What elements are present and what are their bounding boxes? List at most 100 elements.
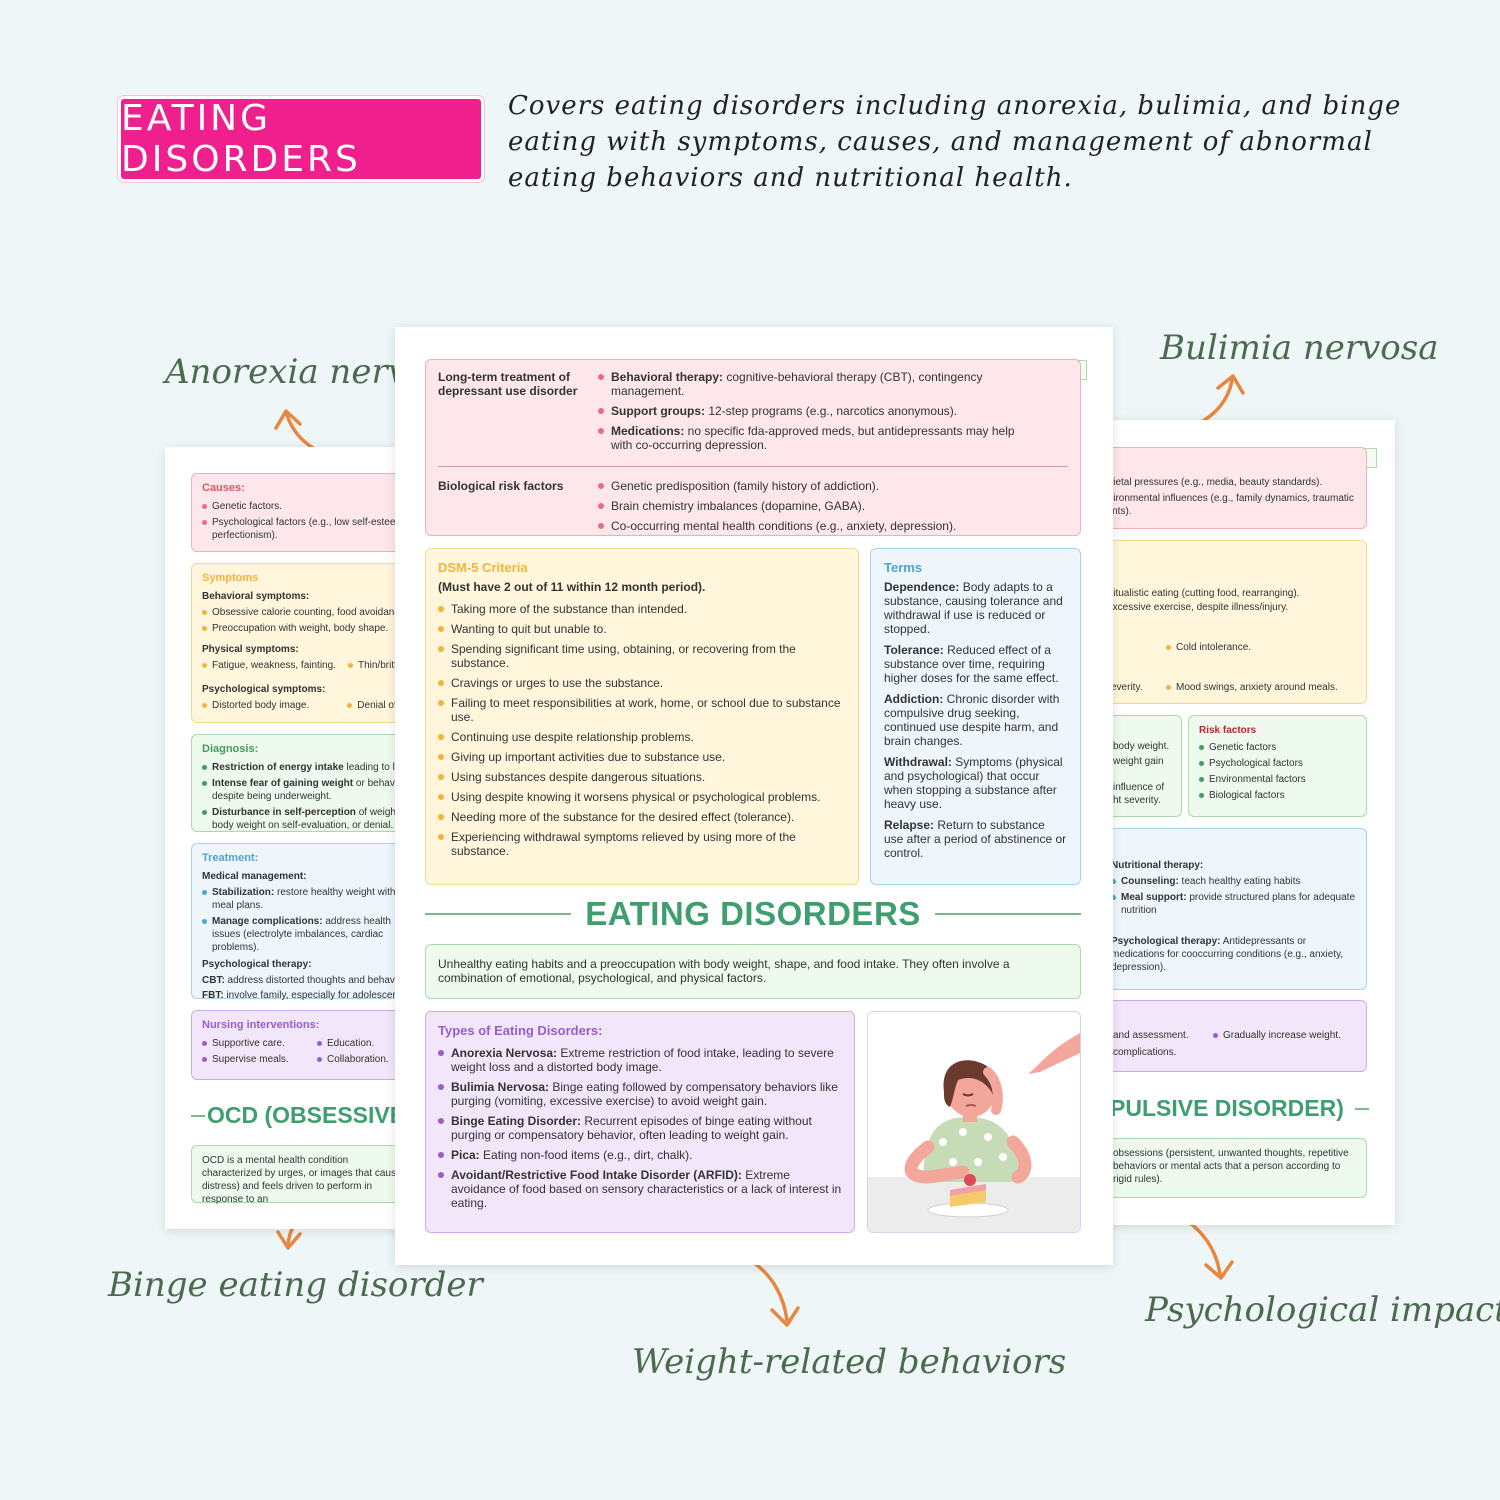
list-item: Preoccupation with weight, body shape. xyxy=(202,622,405,635)
terms-list: Dependence: Body adapts to a substance, … xyxy=(884,580,1067,860)
ocd-title: OCD (OBSESSIVE xyxy=(207,1102,405,1128)
behavioral-title: Behavioral symptoms: xyxy=(202,591,310,602)
diagnosis-box-right: body weight. weight gain influence of ht… xyxy=(1100,715,1182,817)
list-item: Genetic predisposition (family history o… xyxy=(598,479,1068,493)
counseling-bold: Counseling: xyxy=(1121,876,1179,887)
ocd-def-box-right: obsessions (persistent, unwanted thought… xyxy=(1100,1138,1367,1198)
term-bold: Relapse: xyxy=(884,818,935,832)
arrow-anorexia-head xyxy=(274,409,302,430)
lt-bold: Support groups: xyxy=(611,404,705,418)
list-item: Denial of problem. xyxy=(347,699,405,712)
lt-text: 12-step programs (e.g., narcotics anonym… xyxy=(704,404,958,418)
page-main: 231 Long-term treatment of depressant us… xyxy=(395,327,1113,1265)
type-text: Extreme avoidance of food based on senso… xyxy=(451,1168,842,1210)
ocd-def-box: OCD is a mental health condition charact… xyxy=(191,1145,405,1205)
arrow-bulimia-head xyxy=(1216,374,1245,395)
psych-title: Psychological symptoms: xyxy=(202,684,326,695)
list-item: Psychological factors xyxy=(1199,757,1356,770)
term-item: Relapse: Return to substance use after a… xyxy=(884,818,1067,860)
list-item: Environmental influences (e.g., family d… xyxy=(1100,493,1354,517)
list-item: Environmental factors xyxy=(1199,773,1356,786)
physical-title: Physical symptoms: xyxy=(202,644,299,655)
lt-bold: Behavioral therapy: xyxy=(611,370,724,384)
bio-label: Biological risk factors xyxy=(438,479,564,493)
cbt-bold: CBT: xyxy=(202,975,225,986)
nursing-box: Nursing interventions: Supportive care. … xyxy=(191,1010,405,1080)
list-item: Excessive exercise, despite illness/inju… xyxy=(1106,602,1289,613)
title-badge: EATING DISORDERS xyxy=(118,96,484,182)
list-item: Using despite knowing it worsens physica… xyxy=(438,790,846,804)
stab-bold: Stabilization: xyxy=(212,887,275,898)
list-item: severity. xyxy=(1106,682,1143,693)
list-item: Societal pressures (e.g., media, beauty … xyxy=(1100,477,1323,488)
definition-box: Unhealthy eating habits and a preoccupat… xyxy=(425,944,1081,999)
dsm-title: DSM-5 Criteria xyxy=(438,560,528,575)
causes-box-right: Societal pressures (e.g., media, beauty … xyxy=(1100,447,1367,529)
term-text: Chronic disorder with compulsive drug se… xyxy=(884,692,1060,748)
list-item: Spending significant time using, obtaini… xyxy=(438,642,846,670)
nursing-box-right: and assessment. Gradually increase weigh… xyxy=(1100,1000,1367,1072)
term-bold: Withdrawal: xyxy=(884,755,952,769)
type-bold: Bulimia Nervosa: xyxy=(451,1080,550,1094)
diag-bold: Restriction of energy intake xyxy=(212,762,344,773)
list-item: Biological factors xyxy=(1199,789,1356,802)
fbt-text: involve family, especially for adolescen… xyxy=(223,990,405,1001)
type-bold: Binge Eating Disorder: xyxy=(451,1114,582,1128)
type-text: Eating non-food items (e.g., dirt, chalk… xyxy=(479,1148,693,1162)
diag-text: of weight; body weight on self-evaluatio… xyxy=(212,807,402,831)
treatment-box: Treatment: Medical management: Stabiliza… xyxy=(191,843,405,1001)
list-item: Using substances despite dangerous situa… xyxy=(438,770,846,784)
list-item: body weight. xyxy=(1113,741,1170,752)
meal-bold: Meal support: xyxy=(1121,892,1187,903)
page-left: Causes: Genetic factors. Psychological f… xyxy=(165,447,405,1229)
list-item: ht severity. xyxy=(1113,795,1161,806)
ocd-text-right: obsessions (persistent, unwanted thought… xyxy=(1113,1148,1349,1185)
term-bold: Addiction: xyxy=(884,692,944,706)
list-item: Co-occurring mental health conditions (e… xyxy=(598,519,1068,533)
callout-bulimia: Bulimia nervosa xyxy=(1160,328,1439,368)
medical-title: Medical management: xyxy=(202,871,307,882)
cbt-text: address distorted thoughts and behaviors… xyxy=(224,975,405,986)
term-text: Return to substance use after a period o… xyxy=(884,818,1067,860)
causes-box: Causes: Genetic factors. Psychological f… xyxy=(191,473,405,552)
diag-bold: Disturbance in self-perception xyxy=(212,807,356,818)
list-item: and assessment. xyxy=(1113,1030,1189,1041)
term-text: Symptoms (physical and psychological) th… xyxy=(884,755,1063,811)
term-item: Withdrawal: Symptoms (physical and psych… xyxy=(884,755,1067,811)
section-title: EATING DISORDERS xyxy=(585,895,921,932)
list-item: Education. xyxy=(317,1037,405,1050)
psych-therapy-text: Antidepressants or medications for coocc… xyxy=(1111,936,1344,973)
diag-text: leading to low body weight. xyxy=(346,762,405,773)
arrow-binge-head xyxy=(276,1230,302,1250)
term-text: Body adapts to a substance, causing tole… xyxy=(884,580,1063,636)
symptoms-title: Symptoms xyxy=(202,572,259,584)
type-text: Extreme restriction of food intake, lead… xyxy=(451,1046,834,1074)
title-badge-text: EATING DISORDERS xyxy=(121,98,361,180)
type-text: Recurrent episodes of binge eating witho… xyxy=(451,1114,812,1142)
list-item: Cravings or urges to use the substance. xyxy=(438,676,846,690)
list-item: Genetic factors xyxy=(1199,741,1356,754)
diag-bold: Intense fear of gaining weight xyxy=(212,778,354,789)
page-right: 232 Societal pressures (e.g., media, bea… xyxy=(1100,420,1395,1225)
arrow-psych-head xyxy=(1204,1260,1234,1280)
lt-text: no specific fda-approved meds, but antid… xyxy=(611,424,1015,452)
comp-text: address health issues (electrolyte imbal… xyxy=(212,916,391,953)
list-item: Supervise meals. xyxy=(202,1053,317,1066)
list-item: Bulimia Nervosa: Binge eating followed b… xyxy=(438,1080,842,1108)
ocd-title-right: PULSIVE DISORDER) xyxy=(1110,1095,1344,1121)
list-item: Cold intolerance. xyxy=(1166,641,1251,654)
list-item: Mood swings, anxiety around meals. xyxy=(1166,681,1338,694)
list-item: Anorexia Nervosa: Extreme restriction of… xyxy=(438,1046,842,1074)
type-bold: Anorexia Nervosa: xyxy=(451,1046,558,1060)
list-item: Pica: Eating non-food items (e.g., dirt,… xyxy=(438,1148,842,1162)
fbt-bold: FBT: xyxy=(202,990,224,1001)
causes-title: Causes: xyxy=(202,482,245,494)
treatment-box-right: Nutritional therapy: Counseling: teach h… xyxy=(1100,828,1367,990)
symptoms-box: Symptoms Behavioral symptoms: Obsessive … xyxy=(191,563,405,723)
term-text: Reduced effect of a substance over time,… xyxy=(884,643,1059,685)
list-item: Giving up important activities due to su… xyxy=(438,750,846,764)
ocd-rule-right xyxy=(1355,1108,1369,1110)
dsm-criteria-box: DSM-5 Criteria (Must have 2 out of 11 wi… xyxy=(425,548,859,885)
callout-psych: Psychological impact xyxy=(1145,1290,1500,1330)
meal-text: provide structured plans for adequate nu… xyxy=(1121,892,1355,916)
